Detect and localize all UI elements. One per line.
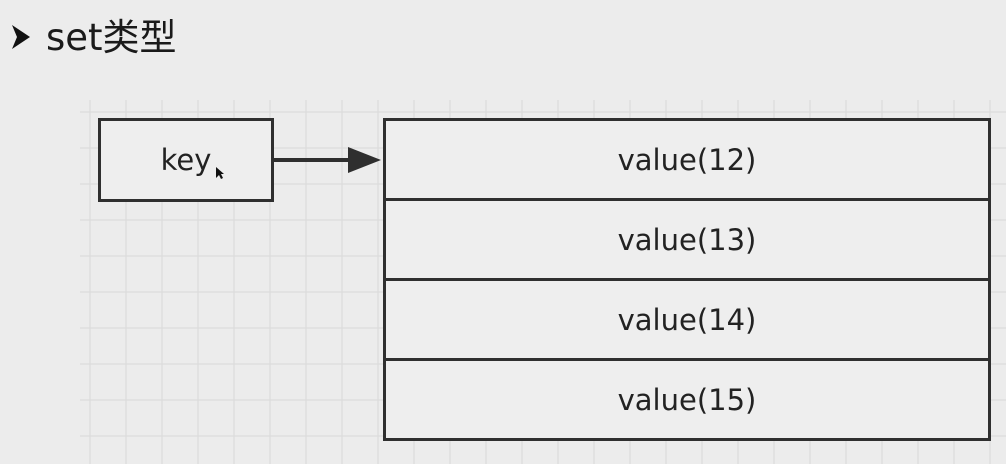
key-label: key <box>160 142 212 177</box>
value-label: value(14) <box>617 302 757 337</box>
slide-title: set类型 <box>10 12 177 62</box>
value-label: value(13) <box>617 222 757 257</box>
mouse-pointer-icon <box>216 167 224 179</box>
value-row: value(12) <box>386 121 988 198</box>
value-row: value(15) <box>386 358 988 438</box>
value-label: value(12) <box>617 142 757 177</box>
value-stack: value(12) value(13) value(14) value(15) <box>383 118 991 441</box>
key-box: key <box>98 118 274 202</box>
value-label: value(15) <box>617 382 757 417</box>
value-row: value(13) <box>386 198 988 278</box>
triangle-right-bullet-icon <box>12 25 30 49</box>
title-text: set类型 <box>46 15 177 59</box>
value-row: value(14) <box>386 278 988 358</box>
